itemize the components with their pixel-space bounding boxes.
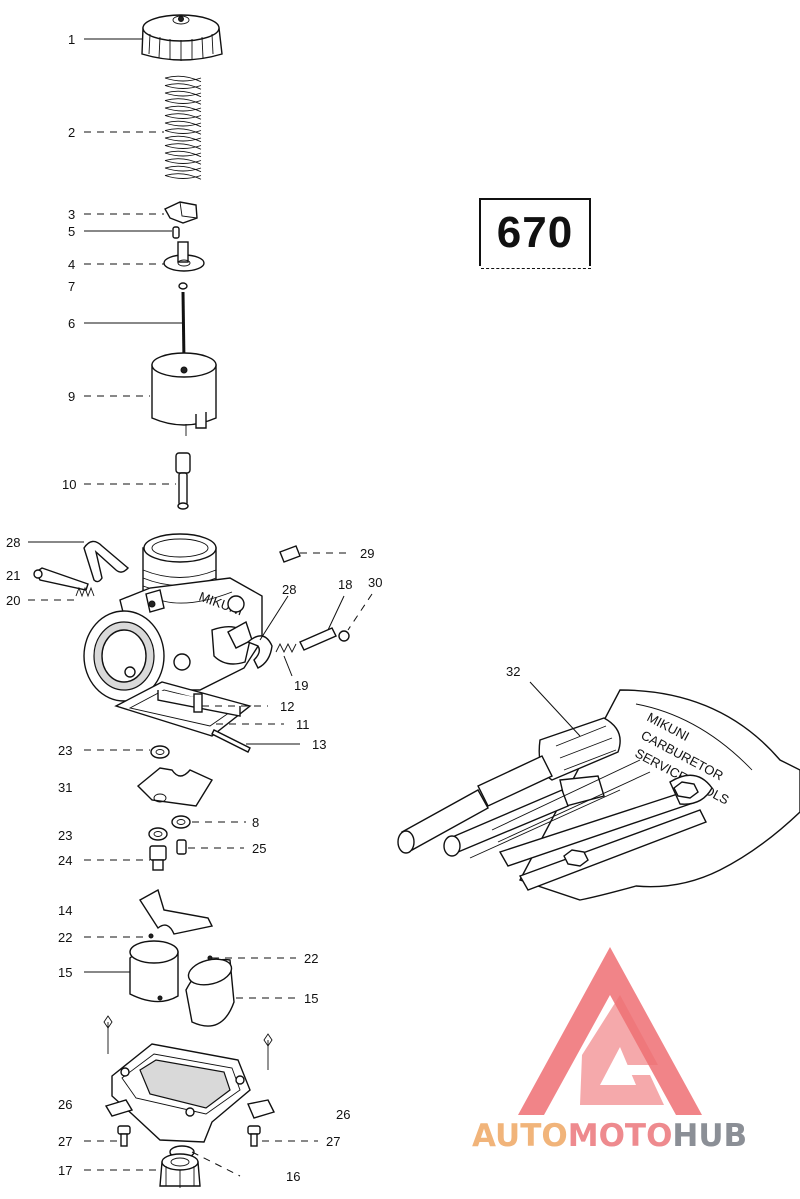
callout-28-right: 28: [282, 582, 296, 597]
callout-18: 18: [338, 577, 352, 592]
part-30-washer: [338, 630, 350, 642]
callout-6: 6: [68, 316, 75, 331]
part-24-main-jet: [149, 845, 167, 871]
part-32-tool-kit: MIKUNI CARBURETOR SERVICE TOOLS: [397, 689, 800, 901]
callout-11: 11: [296, 717, 310, 732]
part-1-cap: [141, 14, 223, 61]
part-31-baffle-plate: [136, 767, 214, 807]
part-3-needle-clip-plate: [164, 201, 198, 224]
callout-13: 13: [312, 737, 326, 752]
callout-14: 14: [58, 903, 72, 918]
callout-25: 25: [252, 841, 266, 856]
part-10-needle-jet: [175, 452, 191, 510]
part-25-pilot-jet: [176, 839, 187, 855]
callout-19: 19: [294, 678, 308, 693]
callout-26-left: 26: [58, 1097, 72, 1112]
part-8-o-ring: [171, 815, 191, 829]
callout-23-top: 23: [58, 743, 72, 758]
callout-12: 12: [280, 699, 294, 714]
part-4-spring-seat: [163, 241, 205, 272]
part-5-pin: [172, 226, 180, 239]
watermark-text-hub: HUB: [672, 1118, 748, 1154]
model-box-dashed-base: [481, 268, 591, 269]
callout-3: 3: [68, 207, 75, 222]
watermark-inner-cut: [600, 1047, 636, 1085]
callout-16: 16: [286, 1169, 300, 1184]
callout-20: 20: [6, 593, 20, 608]
part-18-pilot-screw: [299, 627, 337, 651]
callout-28-left: 28: [6, 535, 20, 550]
leader-lines: [28, 38, 581, 1177]
callout-15-left: 15: [58, 965, 72, 980]
callout-labels: 1 2 3 5 4 7 6 9 10 28 29 21 20 28 18 30 …: [6, 32, 520, 1184]
part-15-float-left: [129, 940, 179, 1003]
part-15-float-right: [185, 958, 235, 1027]
watermark-inner-shape: [580, 995, 664, 1105]
callout-27-right: 27: [326, 1134, 340, 1149]
part-26-clips: [104, 1099, 275, 1119]
callout-32: 32: [506, 664, 520, 679]
callout-8: 8: [252, 815, 259, 830]
part-27-screws: [117, 1125, 261, 1147]
part-2-spring: [164, 75, 202, 180]
callout-17: 17: [58, 1163, 72, 1178]
part-12-jet-holder: [193, 693, 203, 713]
part-21-screw: [33, 567, 89, 591]
callout-1: 1: [68, 32, 75, 47]
callout-26-right: 26: [336, 1107, 350, 1122]
callout-21: 21: [6, 568, 20, 583]
model-number: 670: [496, 208, 574, 257]
part-13-pin: [211, 729, 251, 753]
callout-23-bottom: 23: [58, 828, 72, 843]
callout-22-right: 22: [304, 951, 318, 966]
callout-30: 30: [368, 575, 382, 590]
part-29-plug: [279, 545, 301, 563]
part-14-float-arm: [139, 888, 214, 935]
callout-31: 31: [58, 780, 72, 795]
callout-2: 2: [68, 125, 75, 140]
callout-27-left: 27: [58, 1134, 72, 1149]
part-23-washer-top: [150, 745, 170, 759]
part-9-throttle-valve: [151, 352, 217, 436]
callout-5: 5: [68, 224, 75, 239]
part-17-drain-plug: [159, 1153, 201, 1188]
model-number-box: 670: [479, 198, 591, 266]
watermark-text-auto: AUTO: [472, 1118, 568, 1154]
watermark-logo: [518, 947, 702, 1115]
part-23-washer-bottom: [148, 827, 168, 841]
carburetor-body: MIKUNI: [83, 533, 263, 737]
part-7-washer: [178, 282, 188, 290]
callout-24: 24: [58, 853, 72, 868]
callout-4: 4: [68, 257, 75, 272]
callout-10: 10: [62, 477, 76, 492]
callout-15-right: 15: [304, 991, 318, 1006]
callout-7: 7: [68, 279, 75, 294]
callout-22-left: 22: [58, 930, 72, 945]
callout-9: 9: [68, 389, 75, 404]
watermark-text: AUTOMOTOHUB: [472, 1118, 747, 1154]
part-19-spring: [275, 642, 297, 654]
watermark-text-moto: MOTO: [567, 1118, 673, 1154]
part-6-jet-needle: [181, 291, 186, 363]
part-28-cover: [246, 635, 273, 669]
part-float-bowl: [103, 1015, 273, 1143]
part-28-vent-tube: [83, 540, 129, 583]
watermark-triangle: [518, 947, 702, 1115]
callout-29: 29: [360, 546, 374, 561]
part-20-spring: [75, 586, 95, 598]
